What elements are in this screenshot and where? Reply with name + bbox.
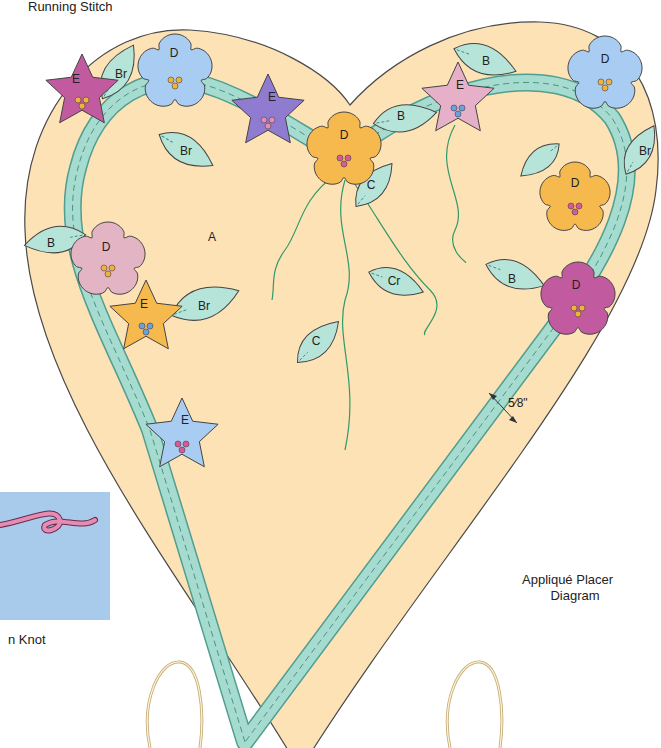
leaf-applique	[153, 123, 220, 177]
part-letter: B	[397, 110, 405, 123]
part-letter: D	[572, 279, 581, 292]
stem-line	[272, 175, 335, 300]
part-letter: B	[508, 273, 516, 286]
caption-text: 5⁄8"	[508, 397, 528, 410]
part-letter: E	[268, 91, 276, 104]
part-letter: Cr	[388, 275, 401, 288]
part-letter: E	[181, 414, 189, 427]
part-letter: Br	[198, 300, 210, 313]
part-letter: E	[140, 298, 148, 311]
part-letter: D	[102, 241, 111, 254]
hanging-loop	[447, 662, 501, 748]
caption-text: Running Stitch	[28, 0, 113, 14]
flower-applique	[110, 280, 182, 349]
flower-applique	[232, 74, 304, 143]
flower-applique	[138, 34, 212, 106]
part-letter: E	[456, 79, 464, 92]
leaf-applique	[166, 276, 244, 329]
part-letter: C	[367, 179, 376, 192]
flower-applique	[71, 222, 145, 294]
part-letter: B	[47, 237, 55, 250]
part-letter: Br	[639, 145, 651, 158]
flower-applique	[568, 36, 642, 108]
leaf-applique	[616, 120, 661, 180]
flower-applique	[46, 54, 118, 123]
leaf-applique	[365, 261, 428, 304]
part-letter: B	[482, 55, 490, 68]
running-stitch	[73, 81, 627, 742]
caption-text: Appliqué Placer	[522, 573, 613, 587]
stem-line	[447, 125, 466, 262]
stem-line	[341, 180, 350, 450]
part-letter: D	[601, 53, 610, 66]
leaf-applique	[289, 313, 347, 371]
part-letter: C	[312, 335, 321, 348]
flower-applique	[541, 262, 615, 334]
hanging-loop	[147, 662, 201, 748]
part-letter: D	[340, 129, 349, 142]
caption-text: Diagram	[550, 589, 599, 603]
vine-band	[73, 81, 627, 742]
part-letter: Br	[115, 68, 127, 81]
part-letter: Br	[180, 145, 192, 158]
hanging-loop	[447, 662, 501, 748]
french-knot-thread	[0, 514, 95, 531]
caption-text: n Knot	[8, 633, 46, 647]
part-letter: D	[571, 177, 580, 190]
heart-background	[25, 22, 658, 748]
part-letter: A	[208, 231, 216, 244]
flower-applique	[146, 398, 218, 467]
leaf-applique	[481, 252, 548, 298]
french-knot-thread	[0, 514, 95, 531]
part-letter: D	[170, 47, 179, 60]
flower-applique	[307, 112, 381, 184]
hanging-loop	[147, 662, 201, 748]
leaf-applique	[371, 99, 439, 137]
flower-applique	[540, 162, 610, 230]
vine-band	[73, 81, 627, 742]
part-letter: E	[72, 73, 80, 86]
flower-applique	[422, 62, 494, 131]
french-knot-panel	[0, 492, 110, 620]
